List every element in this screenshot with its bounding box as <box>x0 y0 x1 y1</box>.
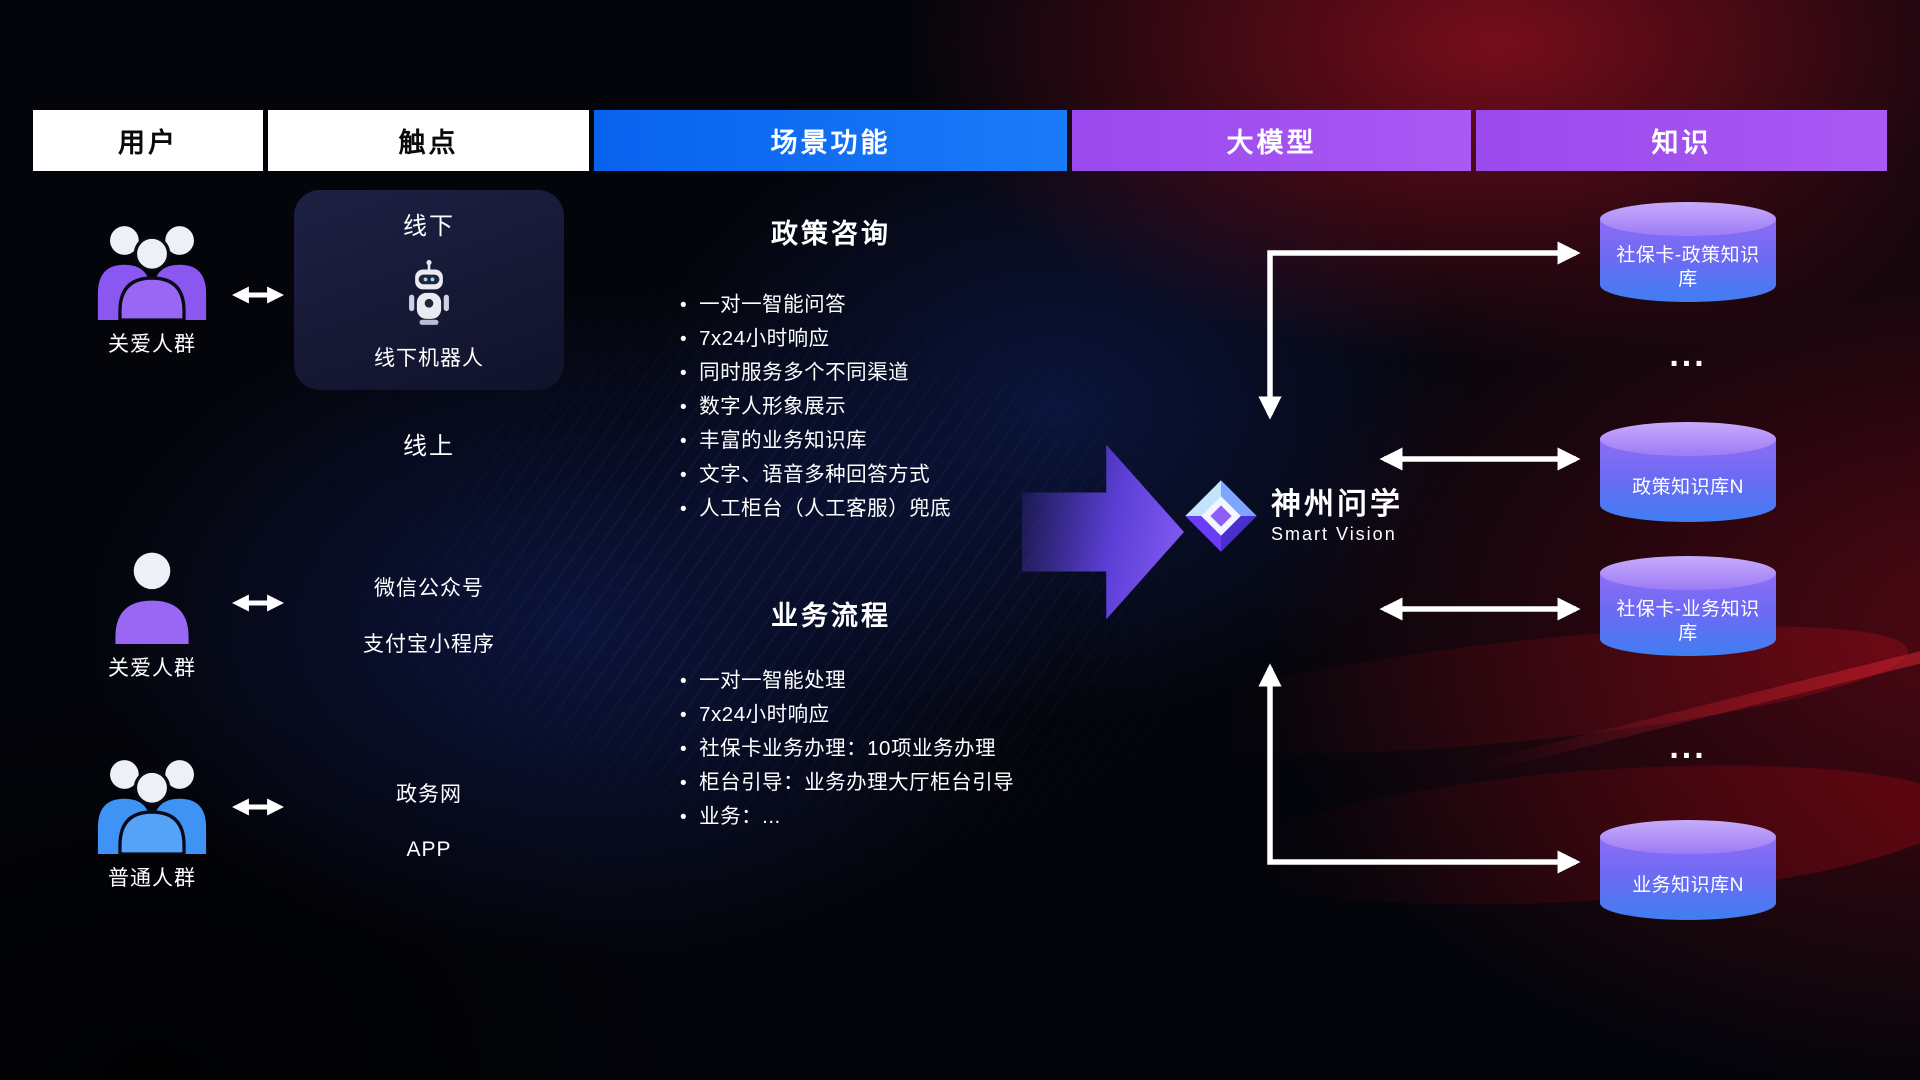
scenario-business-list: 一对一智能处理 7x24小时响应 社保卡业务办理：10项业务办理 柜台引导：业务… <box>680 664 1014 834</box>
online-label: 线上 <box>403 433 455 460</box>
flow-arrow-icon <box>1022 444 1184 620</box>
header-scenarios: 场景功能 <box>594 110 1067 171</box>
group-people-purple-icon <box>97 226 207 320</box>
single-person-purple-icon <box>115 552 189 644</box>
db-cylinder-top <box>1600 556 1776 590</box>
list-item: 数字人形象展示 <box>680 390 951 424</box>
knowledge-db-policy-ssc: 社保卡-政策知识库 <box>1600 202 1776 302</box>
user-group-general: 普通人群 <box>72 748 232 892</box>
db-label: 政策知识库N <box>1632 476 1744 498</box>
group-people-blue-icon <box>97 760 207 854</box>
db-cylinder-top <box>1600 202 1776 236</box>
channel-alipay: 支付宝小程序 <box>363 633 495 656</box>
channel-app: APP <box>406 838 452 861</box>
list-item: 同时服务多个不同渠道 <box>680 356 951 390</box>
offline-robot-label: 线下机器人 <box>374 347 484 370</box>
knowledge-db-business-ssc: 社保卡-业务知识库 <box>1600 556 1776 656</box>
list-item: 一对一智能问答 <box>680 288 951 322</box>
user-label: 关爱人群 <box>108 333 196 356</box>
list-item: 业务：... <box>680 800 1014 834</box>
red-swoosh-decoration <box>1236 745 1920 925</box>
bidirectional-arrow-icon <box>231 286 285 304</box>
scenario-title-business: 业务流程 <box>771 601 891 631</box>
user-group-care: 关爱人群 <box>72 214 232 358</box>
model-name: 神州问学 <box>1271 487 1403 521</box>
header-knowledge: 知识 <box>1476 110 1887 171</box>
offline-title: 线下 <box>403 213 455 240</box>
list-item: 柜台引导：业务办理大厅柜台引导 <box>680 766 1014 800</box>
user-label: 关爱人群 <box>108 657 196 680</box>
model-logo-text: 神州问学 Smart Vision <box>1271 488 1403 545</box>
connector-elbow-bottom <box>1258 663 1581 874</box>
db-label: 业务知识库N <box>1632 874 1744 896</box>
model-logo: 神州问学 Smart Vision <box>1183 478 1403 554</box>
scenario-policy-list: 一对一智能问答 7x24小时响应 同时服务多个不同渠道 数字人形象展示 丰富的业… <box>680 288 951 526</box>
db-cylinder-top <box>1600 422 1776 456</box>
list-item: 丰富的业务知识库 <box>680 424 951 458</box>
user-single-care: 关爱人群 <box>72 548 232 682</box>
list-item: 一对一智能处理 <box>680 664 1014 698</box>
channel-gov-web: 政务网 <box>396 783 462 806</box>
header-users: 用户 <box>33 110 263 171</box>
list-item: 7x24小时响应 <box>680 698 1014 732</box>
knowledge-db-policy-n: 政策知识库N <box>1600 422 1776 522</box>
channel-wechat: 微信公众号 <box>374 577 484 600</box>
list-item: 人工柜台（人工客服）兜底 <box>680 492 951 526</box>
user-label: 普通人群 <box>108 867 196 890</box>
bidirectional-arrow-icon <box>231 798 285 816</box>
bidirectional-arrow-icon <box>231 594 285 612</box>
db-label: 社保卡-业务知识库 <box>1616 598 1760 644</box>
list-item: 文字、语音多种回答方式 <box>680 458 951 492</box>
red-swoosh-decoration <box>1146 600 1914 780</box>
header-touchpoints: 触点 <box>268 110 589 171</box>
header-model: 大模型 <box>1072 110 1471 171</box>
diamond-gem-icon <box>1185 480 1257 552</box>
connector-elbow-top <box>1258 241 1581 420</box>
list-item: 7x24小时响应 <box>680 322 951 356</box>
offline-touchpoint-card: 线下 线下机器人 <box>294 190 564 390</box>
db-cylinder-body: 社保卡-政策知识库 <box>1600 219 1776 302</box>
scenario-title-policy: 政策咨询 <box>771 219 891 249</box>
knowledge-db-business-n: 业务知识库N <box>1600 820 1776 920</box>
db-label: 社保卡-政策知识库 <box>1616 244 1760 290</box>
robot-icon <box>409 259 449 325</box>
ellipsis-more-dbs: ... <box>1669 336 1707 374</box>
model-subtitle: Smart Vision <box>1271 523 1397 544</box>
ellipsis-more-dbs: ... <box>1669 728 1707 766</box>
db-cylinder-top <box>1600 820 1776 854</box>
list-item: 社保卡业务办理：10项业务办理 <box>680 732 1014 766</box>
